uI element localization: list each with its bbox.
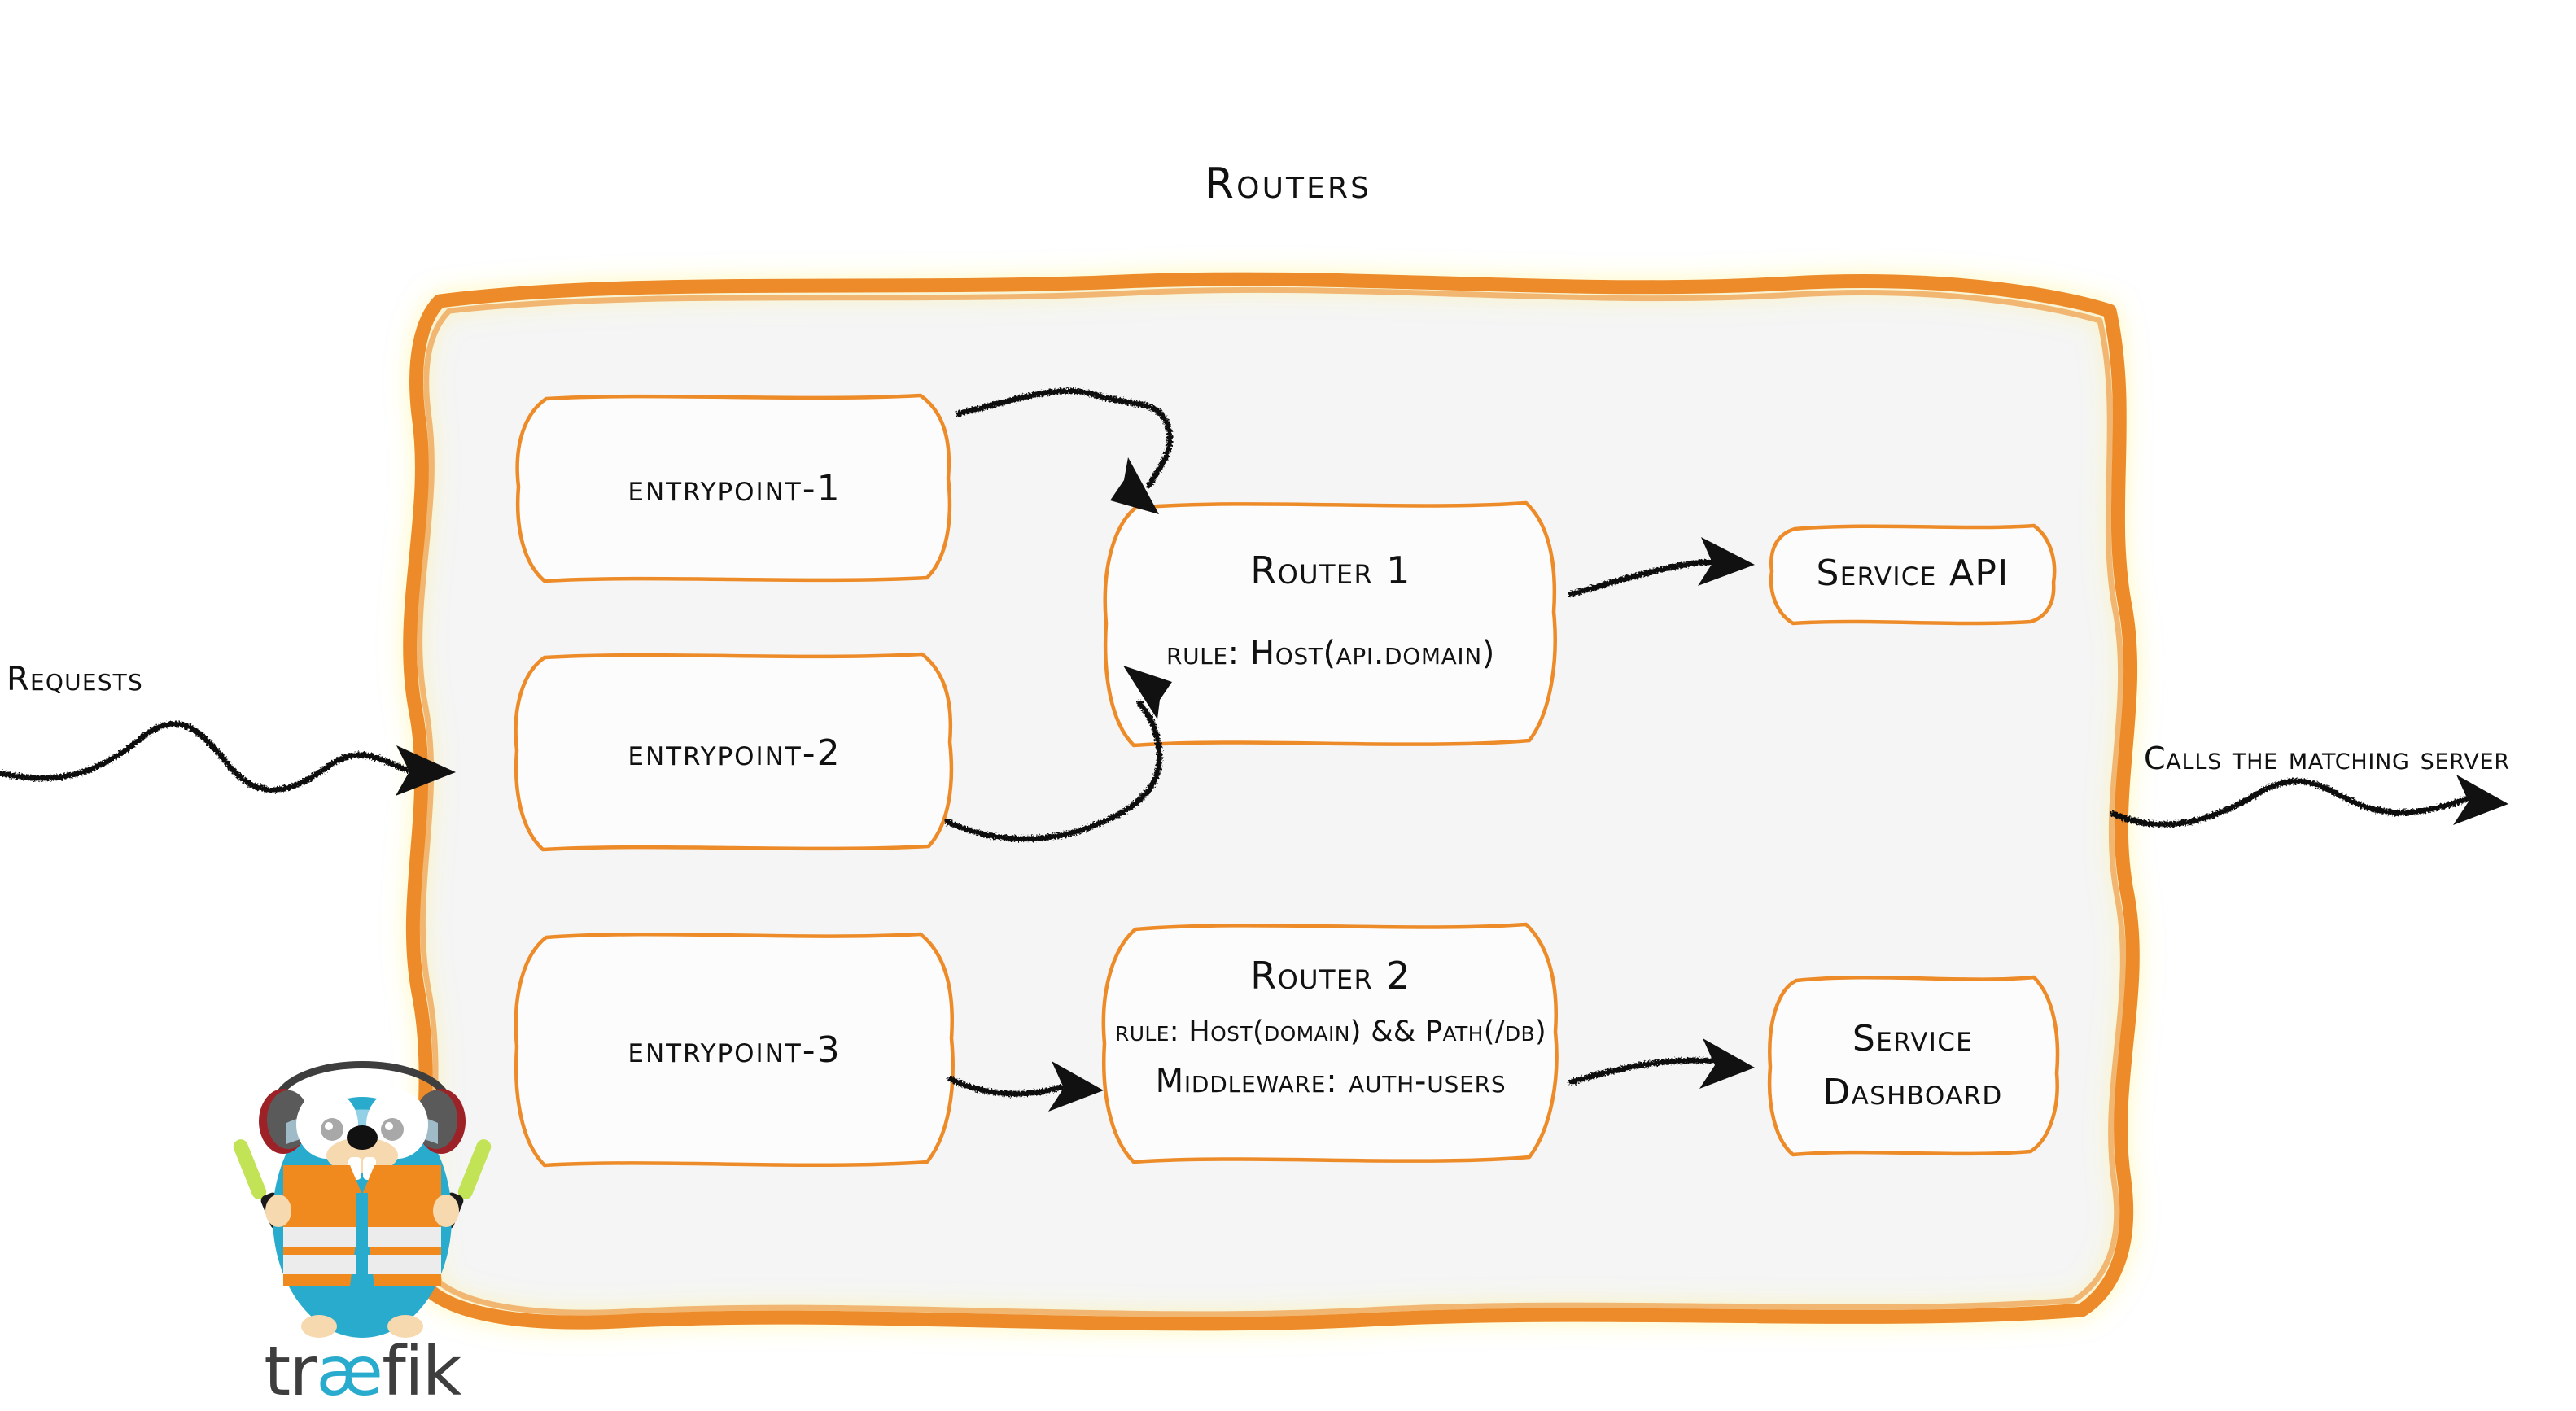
headphone-band (274, 1061, 450, 1099)
service-box-api[interactable]: Service API (1762, 521, 2063, 627)
safety-vest (283, 1165, 441, 1289)
router-box-2[interactable]: Router 2 rule: Host(domain) && Path(/db)… (1095, 920, 1567, 1172)
logo-wordmark-suffix: fik (382, 1331, 461, 1411)
hand-right (433, 1195, 459, 1227)
page-title: Routers (1204, 159, 1372, 208)
foot-left (301, 1315, 337, 1338)
calls-the-matching-server-label: Calls the matching server (2144, 740, 2510, 776)
hand-left (265, 1195, 291, 1227)
arrow-requests-in (0, 720, 410, 793)
logo-wordmark-prefix: tr (264, 1331, 317, 1411)
arrowhead-calls (2453, 775, 2508, 825)
traefik-logo: træfik (228, 1042, 496, 1411)
logo-wordmark-ligature: æ (316, 1331, 383, 1411)
requests-label: Requests (7, 661, 143, 698)
entrypoint-box-2[interactable]: entrypoint-2 (509, 651, 960, 854)
arrow-calls-out (2110, 778, 2469, 828)
foot-right (387, 1315, 423, 1338)
entrypoint-box-1[interactable]: entrypoint-1 (509, 391, 960, 586)
service-box-dashboard[interactable]: Service Dashboard (1762, 972, 2063, 1160)
entrypoint-box-3[interactable]: entrypoint-3 (509, 928, 960, 1172)
router-box-1[interactable]: Router 1 rule: Host(api.domain) (1095, 496, 1567, 757)
